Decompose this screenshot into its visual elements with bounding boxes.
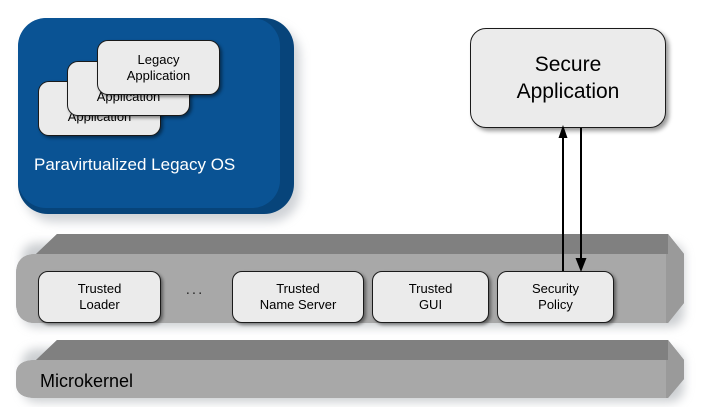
microkernel-bar-3d-body — [16, 340, 684, 398]
microkernel-label: Microkernel — [40, 371, 134, 391]
microkernel-bar: Microkernel — [14, 339, 686, 402]
services-ellipsis: ... — [185, 281, 205, 298]
legacy-os-label: Paravirtualized Legacy OS — [34, 155, 236, 174]
